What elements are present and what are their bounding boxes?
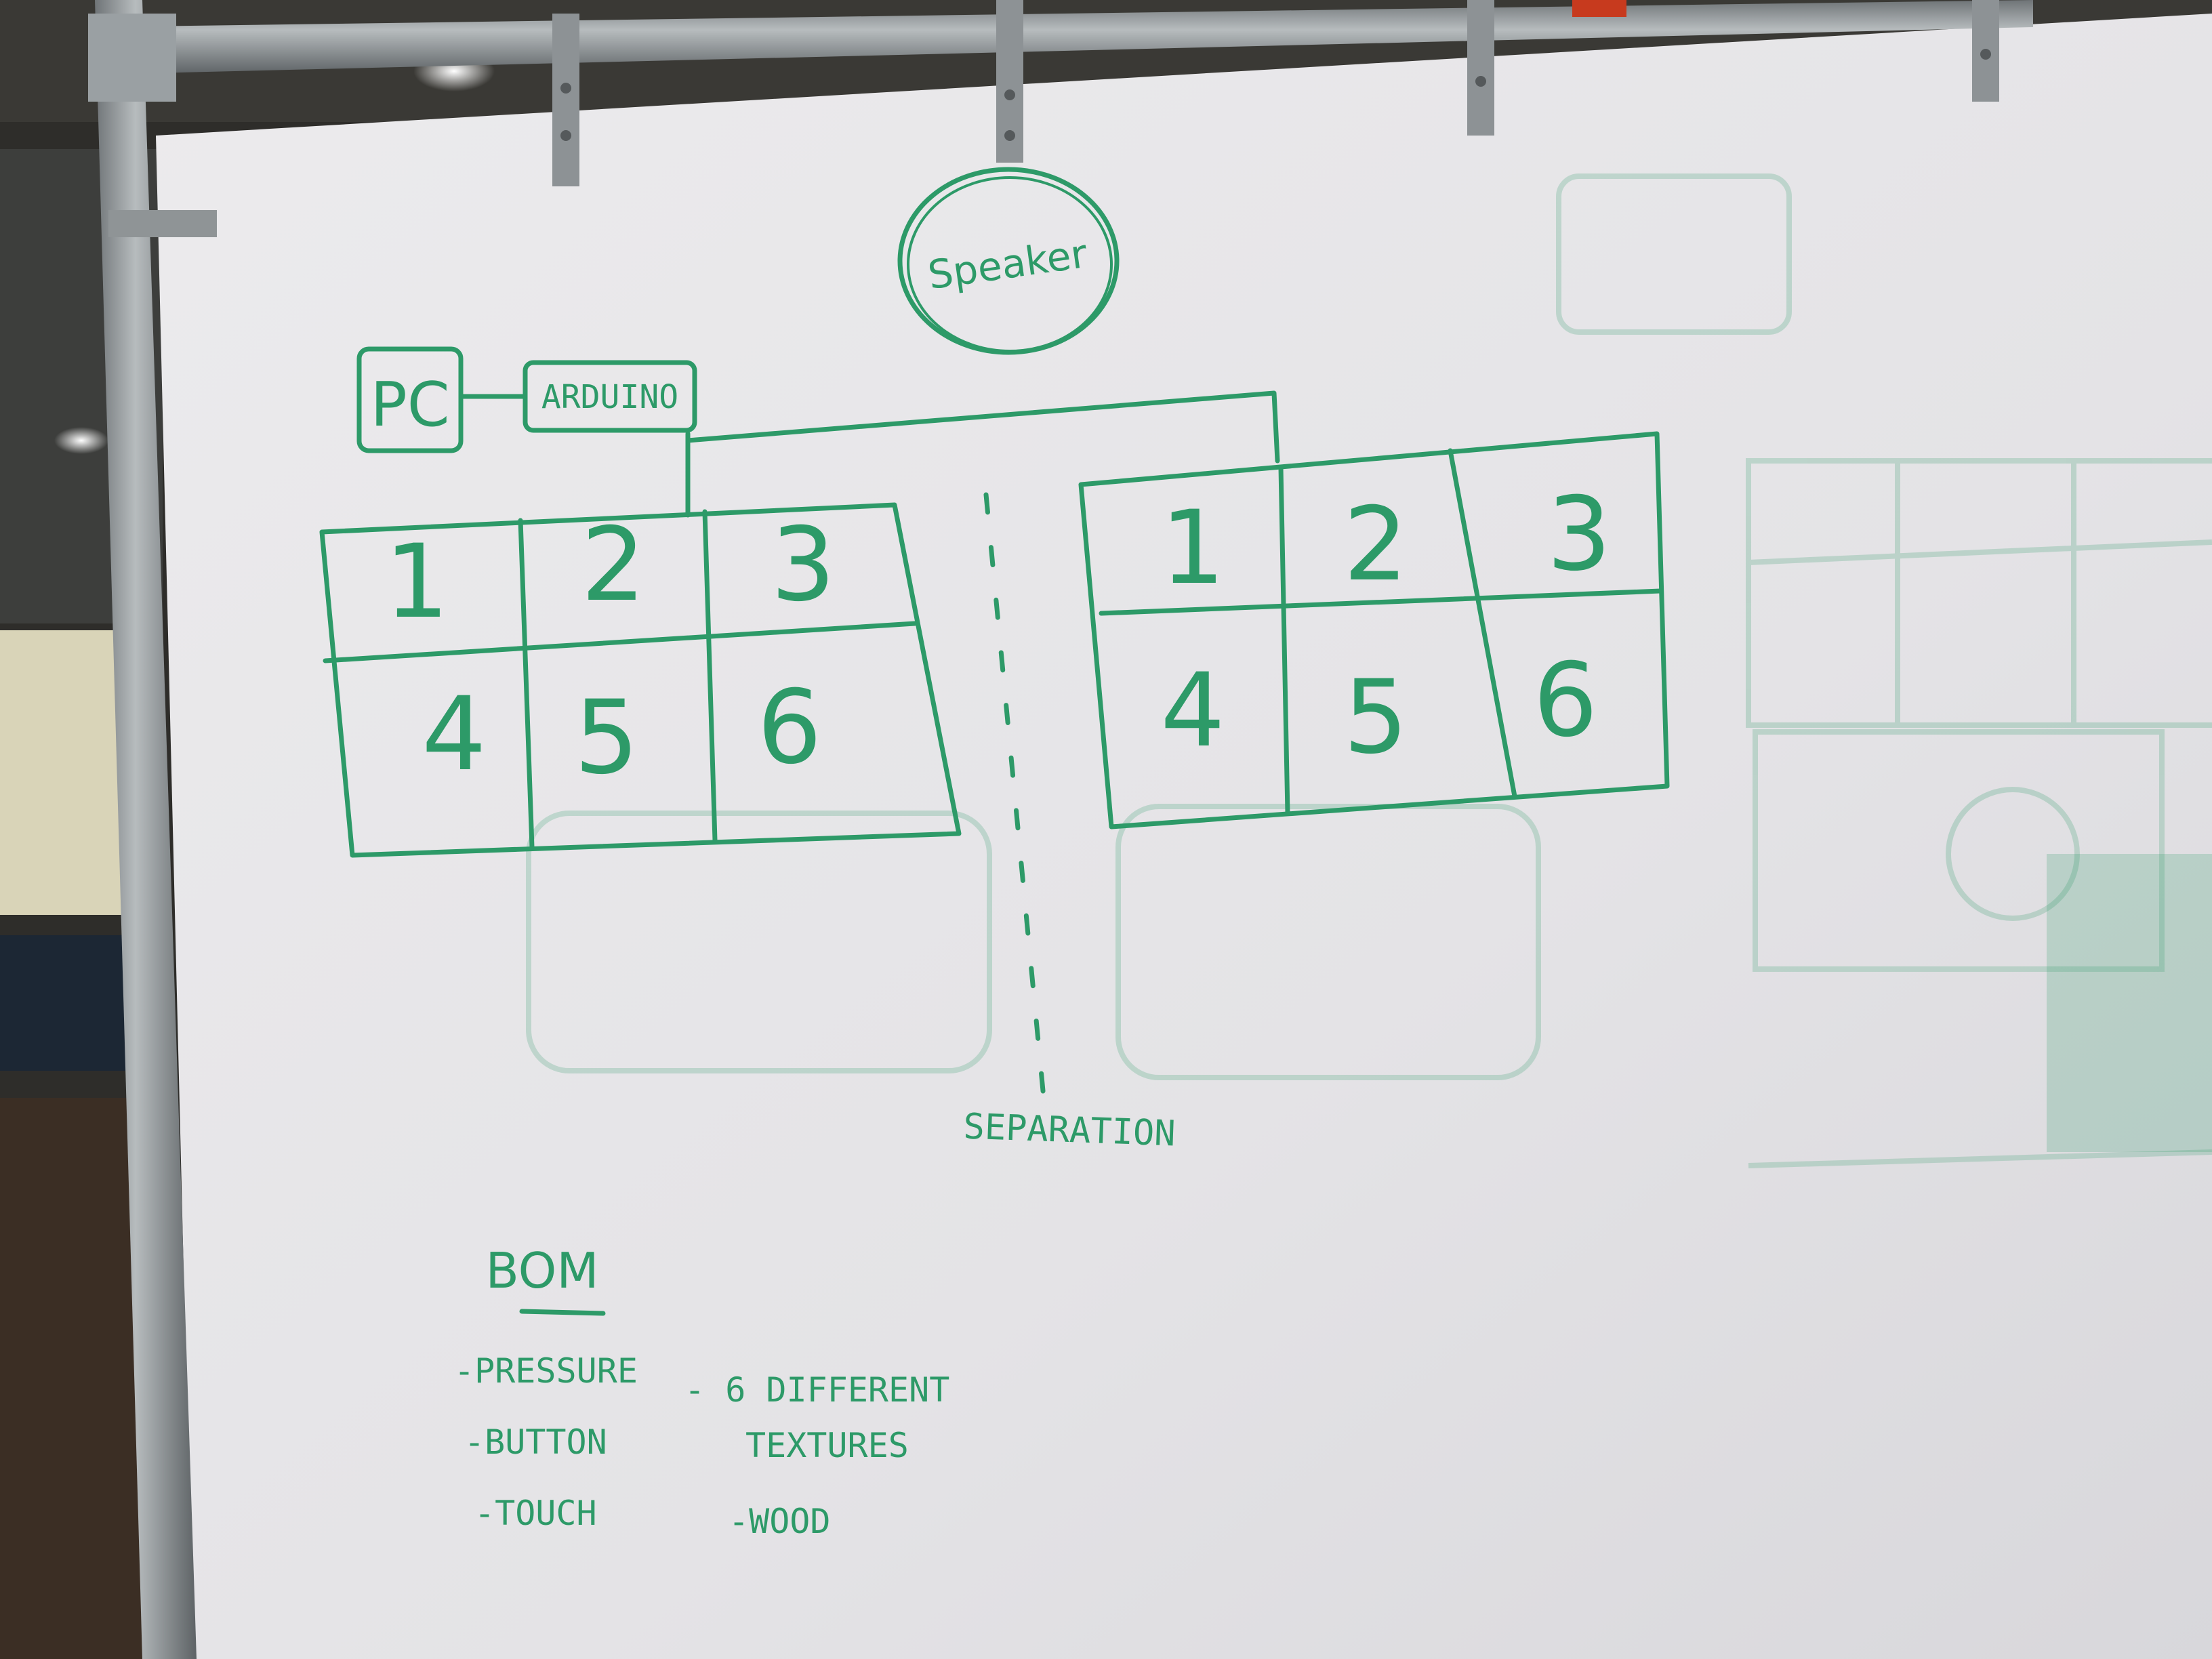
left-cell-3: 3 — [771, 506, 835, 624]
arduino-box — [523, 360, 697, 433]
right-grid — [1078, 431, 1670, 830]
speaker-sketch — [897, 167, 1120, 355]
floor — [0, 1098, 149, 1659]
left-cell-5: 5 — [574, 679, 638, 797]
ghost-left-outline — [526, 811, 992, 1073]
marker-drawing — [319, 167, 1670, 1316]
pc-label: PC — [370, 369, 449, 441]
erased-sketches — [526, 173, 2212, 1168]
bom-item-wood: -WOOD — [729, 1502, 831, 1541]
pipe-clamp — [88, 14, 176, 102]
ghost-device-sketch — [1556, 173, 1792, 335]
speaker-circle-outer — [907, 176, 1113, 352]
right-cell-2: 2 — [1343, 486, 1408, 604]
pendant-light — [54, 427, 108, 454]
ghost-right-outline — [1115, 804, 1541, 1080]
bom-item-different: - 6 DIFFERENT — [684, 1370, 949, 1410]
hanger-bracket-1 — [552, 14, 579, 186]
right-cell-4: 4 — [1160, 652, 1225, 770]
bom-item-button: -BUTTON — [464, 1422, 607, 1462]
whiteboard-surface — [156, 14, 2212, 1659]
bom-item-touch: -TOUCH — [474, 1494, 597, 1533]
side-bracket — [108, 210, 217, 237]
pc-box — [356, 346, 464, 453]
wiring-line-top — [685, 390, 1280, 464]
left-cell-4: 4 — [422, 676, 486, 794]
bom-item-textures: TEXTURES — [745, 1426, 909, 1465]
arduino-label: ARDUINO — [541, 378, 678, 416]
separation-label: SEPARATION — [963, 1107, 1176, 1155]
bom-item-pressure: -PRESSURE — [454, 1351, 638, 1391]
bom-title: BOM — [486, 1242, 599, 1299]
left-cell-6: 6 — [757, 669, 821, 787]
ghost-lower-box — [1753, 729, 2165, 972]
star-banner — [0, 935, 136, 1071]
left-grid — [319, 502, 962, 858]
speaker-circle — [897, 167, 1120, 355]
left-cell-1: 1 — [384, 523, 449, 641]
bom-underline — [519, 1309, 606, 1316]
red-device — [1572, 0, 1626, 17]
right-cell-6: 6 — [1533, 642, 1597, 760]
ghost-grid — [1746, 458, 2212, 728]
frame — [88, 0, 2033, 1659]
right-cell-1: 1 — [1160, 489, 1225, 607]
right-cell-5: 5 — [1343, 659, 1408, 777]
right-cell-3: 3 — [1547, 476, 1611, 594]
hanger-bracket-3 — [1467, 0, 1494, 136]
vertical-pipe — [95, 0, 197, 1659]
ghost-circle — [1946, 787, 2080, 921]
left-cell-2: 2 — [581, 506, 645, 624]
ghost-smudge — [2047, 854, 2212, 1152]
